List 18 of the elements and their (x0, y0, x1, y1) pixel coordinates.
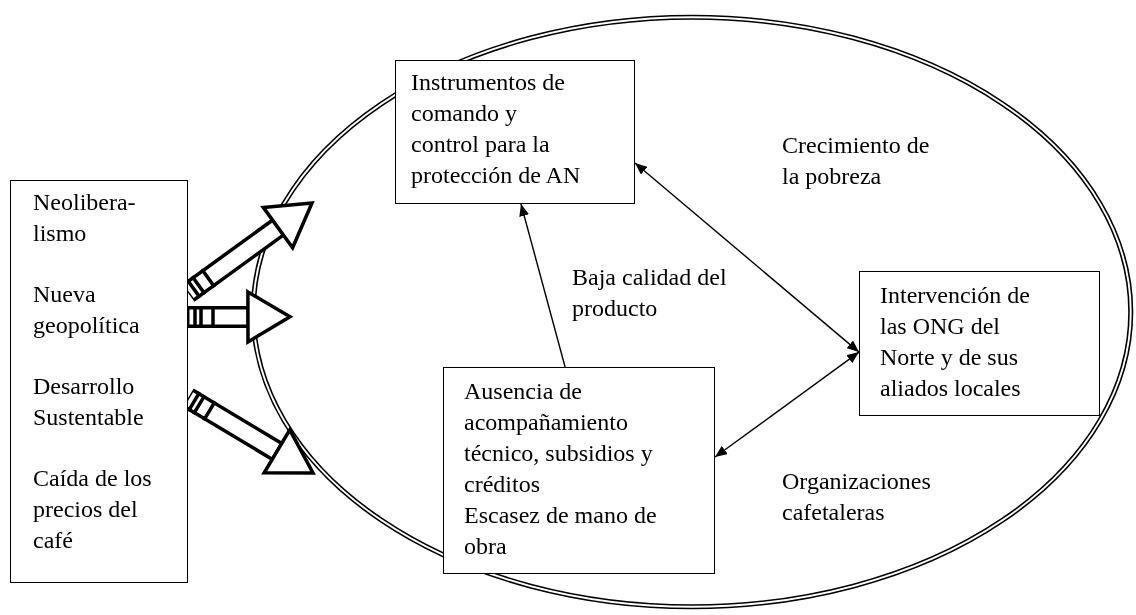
annotation-text: Organizaciones cafetaleras (782, 467, 932, 527)
annotation-text: Baja calidad del producto (572, 263, 728, 323)
arrow (714, 351, 860, 458)
box-text: Ausencia de acompañamiento técnico, subsidios y créditos (464, 377, 654, 499)
arrow (519, 203, 566, 368)
box-text: Intervención de las ONG del Norte y de sus aliados locales (880, 281, 1031, 403)
factor-text: Neolibera-lismo (33, 188, 137, 248)
text-box (859, 271, 1100, 416)
block-arrow (188, 288, 294, 345)
factor-text: Desarrollo Sustentable (33, 372, 145, 432)
annotation-text: Crecimiento de la pobreza (782, 131, 931, 191)
arrow (634, 162, 860, 353)
ellipse-region (250, 14, 1134, 610)
box-text: Instrumentos de comando y control para la protección de AN (411, 68, 582, 190)
text-box (10, 180, 188, 583)
factor-text: Nueva geopolítica (33, 280, 141, 340)
box-text: Escasez de mano de obra (464, 501, 658, 561)
factor-text: Caída de los precios del café (33, 464, 153, 555)
